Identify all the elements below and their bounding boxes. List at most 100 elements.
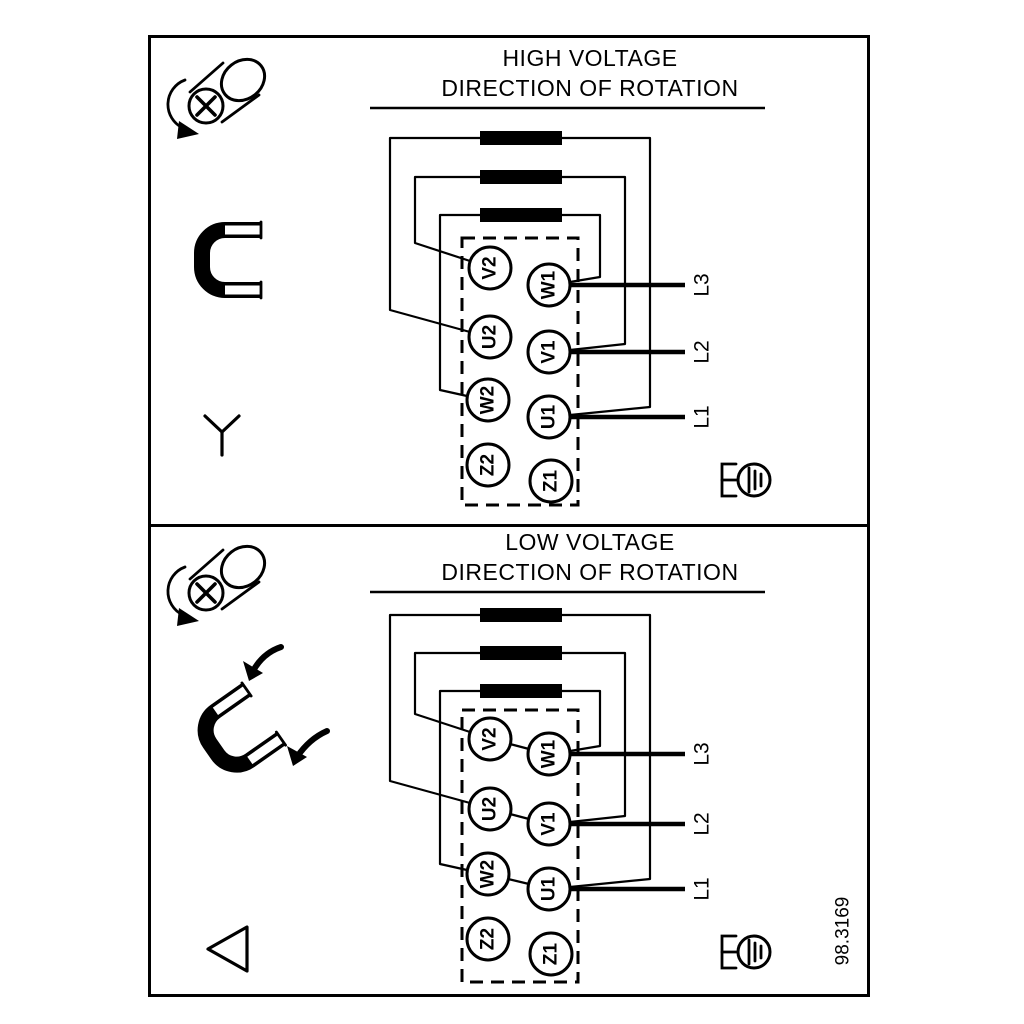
- terminal-z1: Z1: [528, 931, 574, 977]
- winding-bar-3: [480, 208, 562, 222]
- terminal-circle: [465, 442, 511, 488]
- terminal-v2: V2: [467, 716, 513, 762]
- terminal-circle: [526, 262, 572, 308]
- terminal-label: U2: [480, 325, 501, 349]
- terminal-label: W1: [539, 270, 560, 299]
- terminal-label: V2: [480, 256, 501, 279]
- panel-low-voltage: LOW VOLTAGE DIRECTION OF ROTATION: [148, 524, 870, 997]
- terminal-label: Z2: [478, 928, 499, 950]
- terminal-u2: U2: [467, 786, 513, 832]
- earth-terminal-icon: [720, 934, 772, 970]
- terminal-w1: W1: [526, 731, 572, 777]
- terminal-z1: Z1: [528, 458, 574, 504]
- winding-bar-2: [480, 646, 562, 660]
- terminal-v1: V1: [526, 801, 572, 847]
- label-l1: L1: [691, 877, 714, 900]
- wire-winding2-left: [413, 651, 480, 734]
- terminal-circle: [465, 377, 511, 423]
- screw-head: [219, 544, 267, 590]
- terminal-v2: V2: [467, 245, 513, 291]
- fitting-arrow-arc: [250, 644, 284, 674]
- terminal-w1: W1: [526, 262, 572, 308]
- terminal-v1: V1: [526, 329, 572, 375]
- supply-lines: [570, 282, 685, 420]
- phillips-slot: [195, 582, 217, 604]
- winding-bar-2: [480, 170, 562, 184]
- wire-winding1-right: [562, 613, 652, 889]
- terminal-circle: [465, 851, 511, 897]
- terminal-label: Z2: [478, 454, 499, 476]
- rotation-arrow-arc: [166, 565, 187, 617]
- bracket-prongs: [225, 225, 261, 295]
- fitting-arrow-arc: [294, 728, 330, 760]
- jumper-bracket-icon: [194, 220, 263, 300]
- wire-winding3-right: [562, 213, 602, 284]
- screw-head: [219, 57, 267, 103]
- terminal-u1: U1: [526, 866, 572, 912]
- supply-lines: [570, 751, 685, 892]
- terminal-circle: [467, 786, 513, 832]
- terminal-block-outline: [460, 236, 580, 507]
- terminal-circle: [528, 458, 574, 504]
- terminal-circle: [467, 314, 513, 360]
- terminal-z2: Z2: [465, 916, 511, 962]
- bracket-prongs: [212, 685, 284, 765]
- jumper-bracket: [197, 681, 287, 773]
- wire-winding1-left: [388, 136, 480, 334]
- terminal-block-outline: [460, 708, 580, 984]
- wire-winding2-right: [562, 175, 627, 352]
- screw-body-edge: [188, 61, 225, 94]
- terminal-circle: [526, 329, 572, 375]
- label-l2: L2: [691, 340, 714, 363]
- terminal-circle: [528, 931, 574, 977]
- delta-symbol-icon: [206, 925, 249, 973]
- label-l3: L3: [691, 273, 714, 296]
- wire-winding3-left: [438, 689, 480, 872]
- terminal-label: U2: [480, 797, 501, 821]
- screw-body-edge: [220, 93, 261, 124]
- star-arm: [220, 414, 241, 434]
- terminal-label: W2: [478, 386, 499, 415]
- terminal-circle: [467, 716, 513, 762]
- winding-bar-1: [480, 131, 562, 145]
- terminal-circle: [526, 394, 572, 440]
- screw-rotation-icon: [166, 57, 267, 139]
- terminal-label: V1: [539, 340, 560, 364]
- earth-terminal-icon: [720, 462, 772, 498]
- bracket-body: [194, 222, 261, 298]
- screw-body-edge: [188, 548, 225, 581]
- screw-rotation-icon: [166, 544, 267, 626]
- winding-bars: [480, 608, 562, 698]
- terminal-circle: [526, 801, 572, 847]
- rotation-arrow-head: [177, 121, 199, 139]
- terminal-label: V1: [539, 812, 560, 836]
- terminal-label: Z1: [541, 469, 562, 492]
- wire-winding3-left: [438, 213, 480, 398]
- phillips-slot: [195, 95, 217, 117]
- terminal-label: U1: [539, 404, 560, 429]
- bracket-body: [197, 682, 286, 773]
- fitting-arrow-head: [243, 661, 263, 681]
- high-voltage-diagram: HIGH VOLTAGE DIRECTION OF ROTATION: [166, 45, 772, 507]
- screw-body-edge: [220, 580, 261, 611]
- label-l1: L1: [691, 405, 714, 428]
- bracket-end-cap: [240, 681, 253, 698]
- wire-winding2-left: [413, 175, 480, 263]
- figure-ref-number: 98.3169: [833, 897, 854, 966]
- terminal-label: V2: [480, 727, 501, 750]
- terminal-circle: [467, 245, 513, 291]
- wire-winding1-left: [388, 613, 480, 805]
- star-arm: [203, 414, 224, 434]
- panel-title-line2: DIRECTION OF ROTATION: [441, 559, 738, 585]
- rotation-arrow-arc: [166, 78, 187, 130]
- label-l2: L2: [691, 812, 714, 835]
- terminal-circle: [526, 866, 572, 912]
- terminal-label: Z1: [541, 942, 562, 965]
- terminal-w2: W2: [465, 377, 511, 423]
- winding-wires: [388, 613, 652, 889]
- jumper-link-v2-w1: [509, 742, 530, 751]
- terminal-circle: [526, 731, 572, 777]
- fitting-arrow-head: [287, 746, 307, 766]
- panel-high-voltage: HIGH VOLTAGE DIRECTION OF ROTATION: [148, 35, 870, 527]
